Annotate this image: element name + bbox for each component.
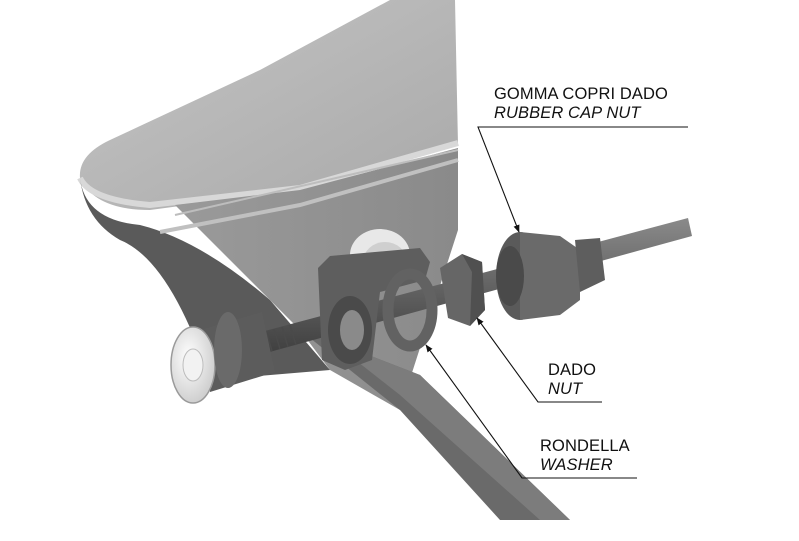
- label-washer-italian: RONDELLA: [540, 437, 630, 455]
- handle-knob: [170, 312, 275, 404]
- label-washer: RONDELLA WASHER: [540, 437, 630, 475]
- label-rubber-cap-nut-english: RUBBER CAP NUT: [494, 104, 641, 122]
- rubber-cap-nut: [496, 232, 605, 320]
- label-nut-italian: DADO: [548, 361, 597, 379]
- hex-nut: [440, 254, 485, 326]
- label-nut-english: NUT: [548, 380, 583, 398]
- label-nut: DADO NUT: [548, 361, 596, 399]
- label-rubber-cap-nut: GOMMA COPRI DADO RUBBER CAP NUT: [494, 85, 668, 123]
- leader-lines: [425, 126, 688, 479]
- washer: [382, 268, 438, 352]
- label-rubber-cap-nut-italian: GOMMA COPRI DADO: [494, 85, 668, 103]
- label-washer-english: WASHER: [540, 456, 613, 474]
